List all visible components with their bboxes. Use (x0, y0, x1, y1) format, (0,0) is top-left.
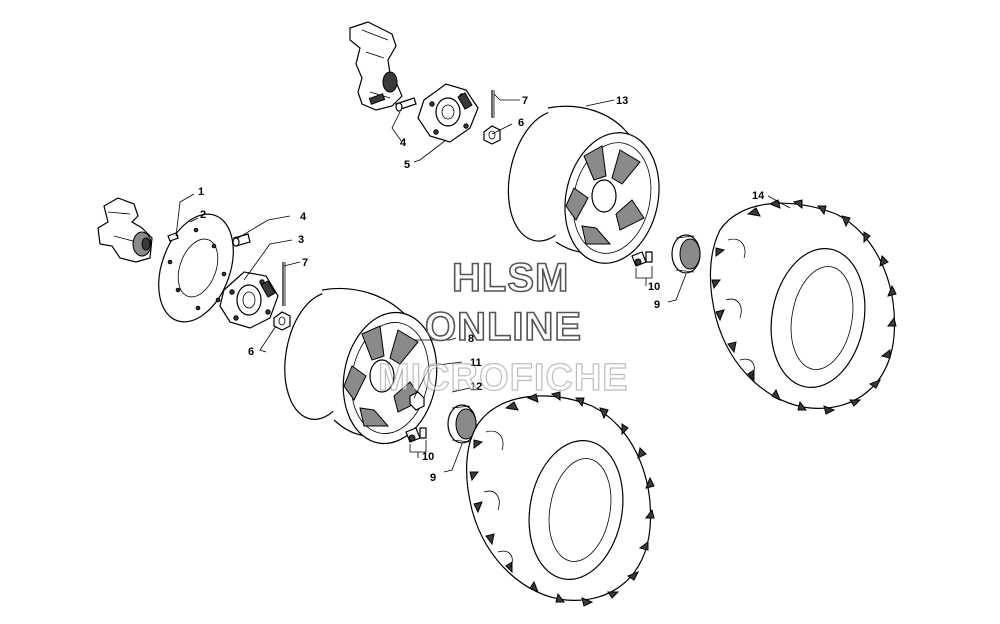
upper-hub-nut (483, 125, 501, 145)
callout-7-lower: 7 (302, 257, 308, 269)
upper-spindle-knuckle (349, 21, 403, 111)
brake-disc-screw (167, 232, 179, 242)
callout-4-lower: 4 (300, 211, 307, 223)
lower-center-cap (447, 404, 477, 444)
lower-cotter-pin (282, 262, 286, 306)
lower-spindle-knuckle (97, 197, 153, 263)
lower-lug-nut (409, 391, 425, 411)
upper-center-cap (671, 234, 701, 274)
watermark-line-2: ONLINE (424, 304, 583, 350)
callout-2: 2 (200, 209, 206, 221)
lower-wheel-hub (219, 271, 279, 329)
callout-8: 8 (468, 333, 474, 345)
callout-11: 11 (470, 357, 482, 369)
callout-3: 3 (298, 234, 304, 246)
lower-valve-stem (405, 427, 427, 443)
lower-tire (466, 391, 655, 607)
callout-6-upper: 6 (518, 117, 524, 129)
lower-hub-nut (273, 311, 291, 331)
callout-1: 1 (198, 186, 204, 198)
callout-9-upper: 9 (654, 299, 660, 311)
watermark-line-1: HLSM (451, 255, 570, 301)
upper-wheel-hub (417, 83, 479, 143)
lower-hub-stud (232, 233, 251, 247)
upper-tire (709, 199, 897, 415)
callout-14: 14 (752, 190, 765, 202)
callout-13: 13 (616, 95, 628, 107)
callout-7-upper: 7 (522, 95, 528, 107)
callout-12: 12 (470, 381, 482, 393)
leader-lines (175, 93, 791, 473)
upper-hub-stud (395, 97, 417, 112)
watermark-line-3: MICROFICHE (377, 356, 629, 399)
callout-labels: 1 2 3 4 4 5 6 6 7 7 8 9 9 10 10 11 12 13… (198, 95, 765, 484)
upper-wheel-rim (507, 105, 660, 264)
lower-wheel-rim (284, 287, 438, 445)
callout-5: 5 (404, 159, 410, 171)
callout-6-lower: 6 (248, 346, 254, 358)
callout-9-lower: 9 (430, 472, 436, 484)
callout-10-lower: 10 (422, 451, 434, 463)
upper-valve-stem (631, 251, 653, 267)
callout-10-upper: 10 (648, 281, 660, 293)
upper-cotter-pin (491, 90, 495, 118)
callout-4-upper: 4 (400, 137, 407, 149)
